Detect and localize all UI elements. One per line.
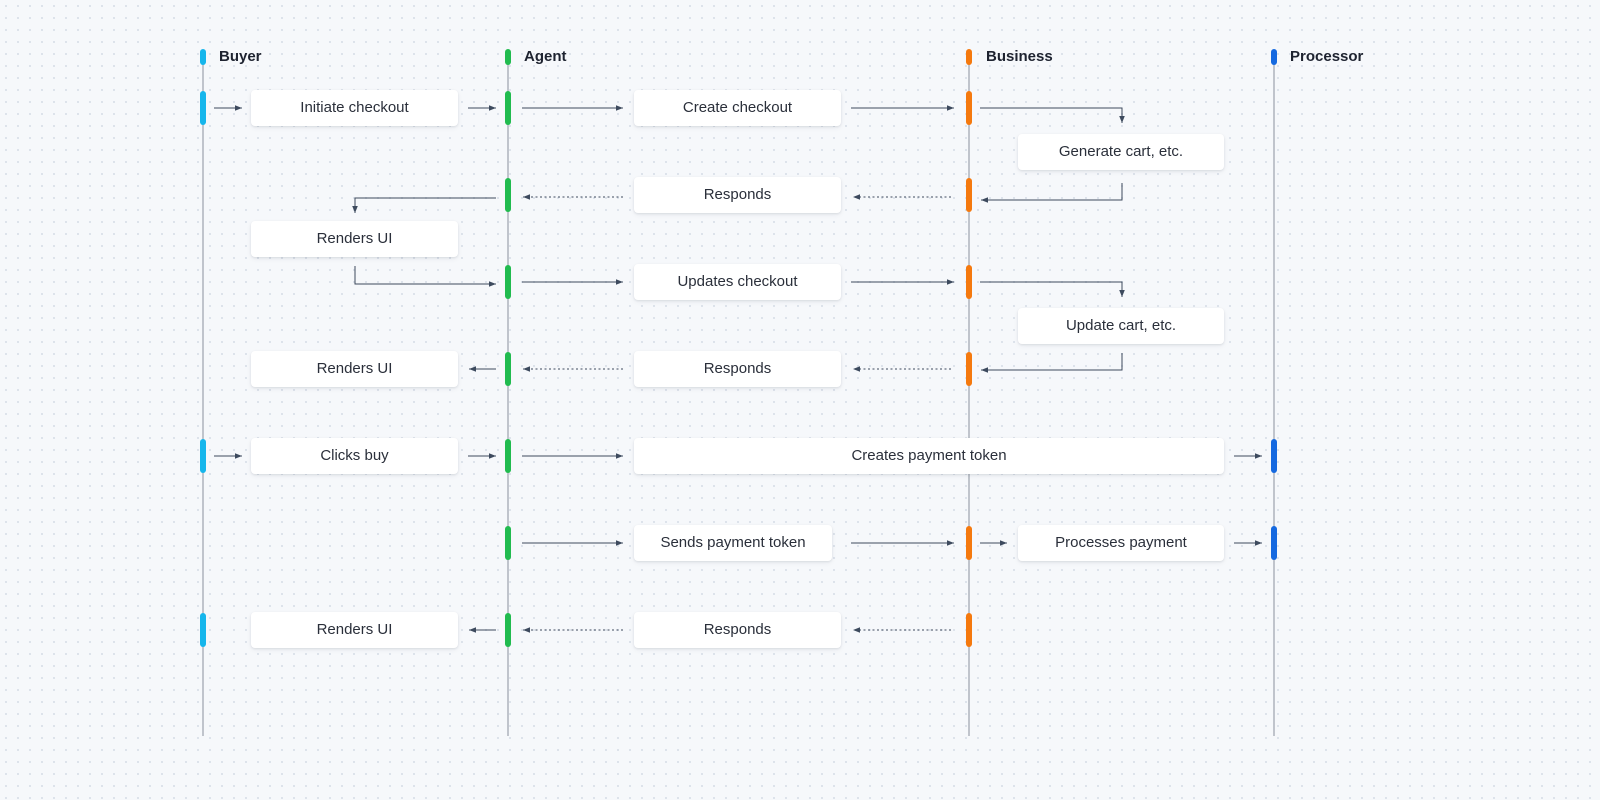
- activation-bar-business: [966, 265, 972, 299]
- lifeline-label-agent: Agent: [524, 48, 567, 65]
- activation-bar-agent: [505, 352, 511, 386]
- activation-bar-processor: [1271, 526, 1277, 560]
- activation-bar-processor: [1271, 439, 1277, 473]
- activation-bar-business: [966, 352, 972, 386]
- activation-bar-business: [966, 178, 972, 212]
- arrow-connector: [980, 281, 1125, 297]
- arrow-connector: [354, 266, 496, 287]
- step-updates-checkout: Updates checkout: [634, 264, 841, 300]
- activation-bar-buyer: [200, 91, 206, 125]
- step-responds: Responds: [634, 612, 841, 648]
- step-creates-payment-token: Creates payment token: [634, 438, 1224, 474]
- activation-bar-agent: [505, 526, 511, 560]
- lifeline-label-buyer: Buyer: [219, 48, 262, 65]
- step-sends-payment-token: Sends payment token: [634, 525, 832, 561]
- arrow-connector: [981, 353, 1123, 373]
- activation-bar-business: [966, 49, 972, 65]
- step-update-cart: Update cart, etc.: [1018, 308, 1224, 344]
- activation-bar-agent: [505, 91, 511, 125]
- activation-bar-buyer: [200, 439, 206, 473]
- activation-bar-buyer: [200, 49, 206, 65]
- lifeline-label-business: Business: [986, 48, 1053, 65]
- activation-bar-agent: [505, 613, 511, 647]
- arrow-connector: [981, 183, 1123, 203]
- step-renders-ui: Renders UI: [251, 612, 458, 648]
- activation-bar-agent: [505, 178, 511, 212]
- activation-bar-processor: [1271, 49, 1277, 65]
- step-processes-payment: Processes payment: [1018, 525, 1224, 561]
- step-generate-cart: Generate cart, etc.: [1018, 134, 1224, 170]
- step-initiate-checkout: Initiate checkout: [251, 90, 458, 126]
- step-renders-ui: Renders UI: [251, 221, 458, 257]
- activation-bar-buyer: [200, 613, 206, 647]
- step-clicks-buy: Clicks buy: [251, 438, 458, 474]
- step-responds: Responds: [634, 177, 841, 213]
- step-create-checkout: Create checkout: [634, 90, 841, 126]
- arrow-connector: [980, 107, 1125, 123]
- activation-bar-business: [966, 91, 972, 125]
- activation-bar-agent: [505, 439, 511, 473]
- activation-bar-business: [966, 613, 972, 647]
- arrow-connector: [352, 197, 496, 213]
- activation-bar-agent: [505, 49, 511, 65]
- activation-bar-agent: [505, 265, 511, 299]
- step-renders-ui: Renders UI: [251, 351, 458, 387]
- lifeline-label-processor: Processor: [1290, 48, 1364, 65]
- step-responds: Responds: [634, 351, 841, 387]
- activation-bar-business: [966, 526, 972, 560]
